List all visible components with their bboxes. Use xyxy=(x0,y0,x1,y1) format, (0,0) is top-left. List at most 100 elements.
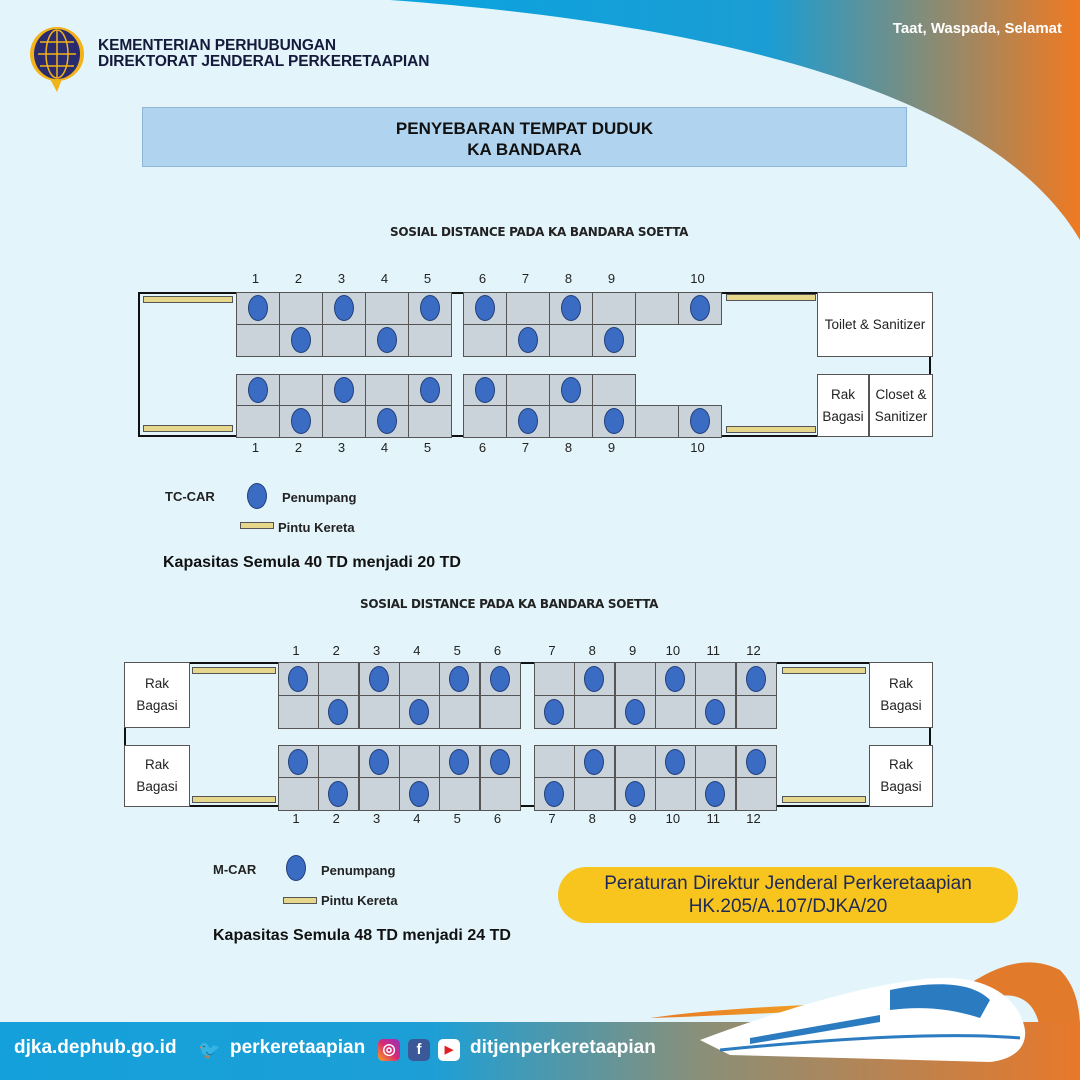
instagram-icon[interactable]: ◎ xyxy=(378,1039,400,1061)
seat-cell xyxy=(574,695,616,729)
passenger-seat-occupied xyxy=(544,698,564,725)
seat-number: 8 xyxy=(564,271,573,286)
seat-number: 5 xyxy=(453,811,461,826)
tc-subtitle: SOSIAL DISTANCE PADA KA BANDARA SOETTA xyxy=(390,225,689,239)
passenger-seat-occupied xyxy=(328,698,349,725)
seat-cell xyxy=(358,695,400,729)
seat-number: 1 xyxy=(251,440,260,455)
passenger-seat-occupied xyxy=(603,408,624,434)
seat-number: 9 xyxy=(628,811,637,826)
passenger-seat-occupied xyxy=(705,698,726,725)
passenger-seat-occupied xyxy=(624,780,645,807)
seat-number: 7 xyxy=(521,440,530,455)
seat-number: 4 xyxy=(413,643,421,658)
seat-cell xyxy=(236,324,280,357)
facebook-icon[interactable]: f xyxy=(408,1039,430,1061)
seat-number: 10 xyxy=(665,643,681,658)
social-handle[interactable]: ditjenperkeretaapian xyxy=(470,1037,656,1058)
seat-number: 10 xyxy=(690,440,705,455)
seat-cell xyxy=(506,374,550,407)
passenger-seat-occupied xyxy=(449,748,470,775)
passenger-seat-occupied xyxy=(664,748,685,775)
tc-legend-door: Pintu Kereta xyxy=(278,520,355,535)
tc-car-diagram: Toilet & Sanitizer Rak Bagasi Closet & S… xyxy=(138,292,933,438)
seat-number: 2 xyxy=(294,440,303,455)
passenger-seat-occupied xyxy=(560,377,581,403)
door-bar xyxy=(726,426,816,433)
header-swoosh xyxy=(390,0,1080,240)
passenger-seat-occupied xyxy=(376,408,397,434)
seat-cell xyxy=(549,324,593,357)
door-bar xyxy=(143,296,233,303)
seat-number: 7 xyxy=(548,643,556,658)
passenger-seat-occupied xyxy=(517,327,538,353)
passenger-seat-occupied xyxy=(689,295,710,321)
passenger-seat-occupied xyxy=(603,327,624,353)
passenger-seat-occupied xyxy=(705,780,726,807)
seat-number: 2 xyxy=(332,643,340,658)
seat-cell xyxy=(695,662,737,696)
seat-number: 12 xyxy=(746,811,761,826)
seat-number: 5 xyxy=(423,440,432,455)
passenger-seat-occupied xyxy=(290,327,311,353)
seat-cell xyxy=(408,324,452,357)
seat-cell xyxy=(635,405,679,438)
seat-cell xyxy=(592,374,636,407)
seat-number: 3 xyxy=(337,440,346,455)
passenger-seat-occupied xyxy=(560,295,581,321)
seat-cell xyxy=(279,292,323,325)
seat-cell xyxy=(463,324,507,357)
youtube-icon[interactable]: ▶ xyxy=(438,1039,460,1061)
passenger-seat-occupied xyxy=(288,665,308,692)
seat-cell xyxy=(506,292,550,325)
passenger-seat-occupied xyxy=(408,780,429,807)
passenger-seat-occupied xyxy=(419,295,440,321)
page-title: PENYEBARAN TEMPAT DUDUK KA BANDARA xyxy=(142,107,907,167)
seat-cell xyxy=(614,745,656,779)
seat-cell xyxy=(654,695,696,729)
seat-cell xyxy=(592,292,636,325)
seat-number: 8 xyxy=(564,440,573,455)
passenger-legend-icon xyxy=(286,855,306,881)
seat-number: 4 xyxy=(380,440,389,455)
seat-cell xyxy=(279,374,323,407)
passenger-seat-occupied xyxy=(489,665,510,692)
seat-number: 3 xyxy=(372,811,381,826)
seat-number: 9 xyxy=(628,643,637,658)
seat-cell xyxy=(534,745,575,779)
seat-cell xyxy=(439,695,481,729)
passenger-seat-occupied xyxy=(247,377,268,403)
seat-cell xyxy=(479,695,521,729)
seat-number: 10 xyxy=(690,271,705,286)
title-line1: PENYEBARAN TEMPAT DUDUK xyxy=(395,119,654,138)
passenger-seat-occupied xyxy=(689,408,710,434)
org-name-line1: KEMENTERIAN PERHUBUNGAN xyxy=(98,37,336,54)
passenger-seat-occupied xyxy=(288,748,308,775)
passenger-seat-occupied xyxy=(419,377,440,403)
rak-bagasi: Rak Bagasi xyxy=(124,662,190,728)
seat-number: 9 xyxy=(607,271,616,286)
seat-cell xyxy=(318,745,360,779)
tc-capacity: Kapasitas Semula 40 TD menjadi 20 TD xyxy=(163,554,461,571)
door-bar xyxy=(782,796,866,803)
seat-number: 3 xyxy=(337,271,346,286)
m-legend-passenger: Penumpang xyxy=(321,863,396,878)
seat-number: 4 xyxy=(380,271,389,286)
website-link[interactable]: djka.dephub.go.id xyxy=(14,1037,177,1058)
seat-cell xyxy=(735,695,777,729)
seat-number: 3 xyxy=(372,643,381,658)
passenger-seat-occupied xyxy=(328,780,349,807)
rak-bagasi: Rak Bagasi xyxy=(869,745,933,807)
passenger-seat-occupied xyxy=(247,295,268,321)
passenger-seat-occupied xyxy=(624,698,645,725)
seat-cell xyxy=(365,292,409,325)
seat-number: 7 xyxy=(521,271,530,286)
passenger-seat-occupied xyxy=(368,665,389,692)
regulation-line2: HK.205/A.107/DJKA/20 xyxy=(688,896,888,917)
seat-cell xyxy=(463,405,507,438)
twitter-handle[interactable]: perkeretaapian xyxy=(230,1037,366,1058)
twitter-icon[interactable]: 🐦 xyxy=(198,1040,221,1060)
door-bar xyxy=(192,796,276,803)
seat-cell xyxy=(365,374,409,407)
seat-number: 8 xyxy=(588,811,596,826)
